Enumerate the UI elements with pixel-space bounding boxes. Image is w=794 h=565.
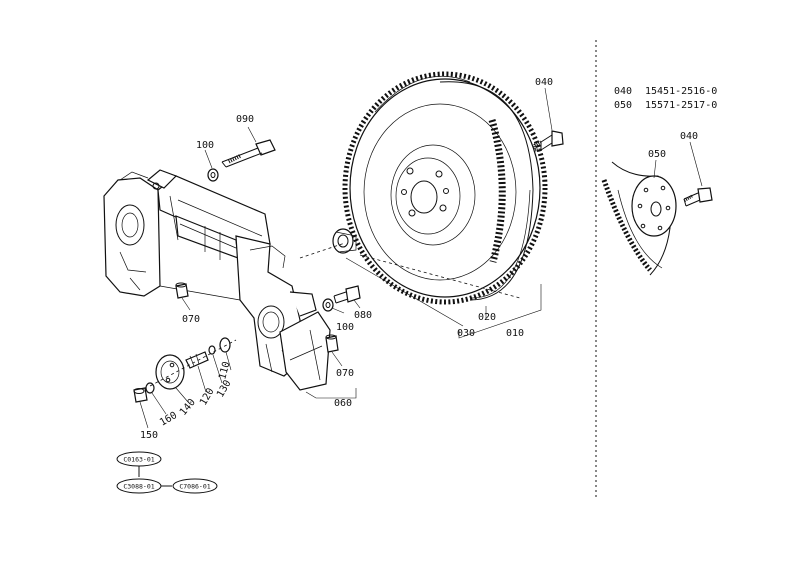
callout-020: 020 [478, 312, 496, 323]
callout-090: 090 [236, 114, 254, 125]
code-references: C0163-01 C3088-01 C7086-01 [116, 451, 218, 494]
callout-100-top: 100 [196, 140, 214, 151]
leader-lines [139, 87, 553, 429]
flywheel [342, 71, 548, 305]
parts-row-ref: 050 [614, 100, 632, 111]
callout-070-left: 070 [182, 314, 200, 325]
flywheel-housing [103, 169, 331, 391]
bolt-090 [221, 139, 276, 168]
callout-010: 010 [506, 328, 524, 339]
callout-030: 030 [457, 328, 475, 339]
flywheel-bolt [533, 130, 564, 152]
callout-120: 120 [198, 386, 217, 407]
callout-130: 130 [215, 378, 234, 399]
code-bottom-left: C3088-01 [123, 483, 154, 491]
dowel-pin-right [325, 334, 339, 353]
callout-110: 110 [217, 360, 232, 380]
detail-callout-050: 050 [648, 149, 666, 160]
callout-040: 040 [535, 77, 553, 88]
detail-view: 050 040 [601, 131, 713, 276]
callout-150: 150 [140, 430, 158, 441]
washer-100-top [207, 168, 219, 182]
pilot-bearing [332, 228, 357, 254]
parts-row-number: 15451-2516-0 [645, 86, 717, 97]
sensor-assembly [133, 337, 237, 403]
parts-row-ref: 040 [614, 86, 632, 97]
callout-160: 160 [158, 410, 179, 429]
callout-080: 080 [354, 310, 372, 321]
parts-table: 040 15451-2516-0 050 15571-2517-0 [614, 86, 717, 111]
dowel-pin-left [175, 282, 189, 299]
callout-060: 060 [334, 398, 352, 409]
callout-100-right: 100 [336, 322, 354, 333]
callout-070-right: 070 [336, 368, 354, 379]
detail-callout-040: 040 [680, 131, 698, 142]
code-bottom-right: C7086-01 [179, 483, 210, 491]
code-top: C0163-01 [123, 456, 154, 464]
washer-100-right [322, 298, 334, 312]
bolt-080 [333, 285, 361, 304]
callout-140: 140 [178, 397, 198, 418]
parts-row-number: 15571-2517-0 [645, 100, 717, 111]
